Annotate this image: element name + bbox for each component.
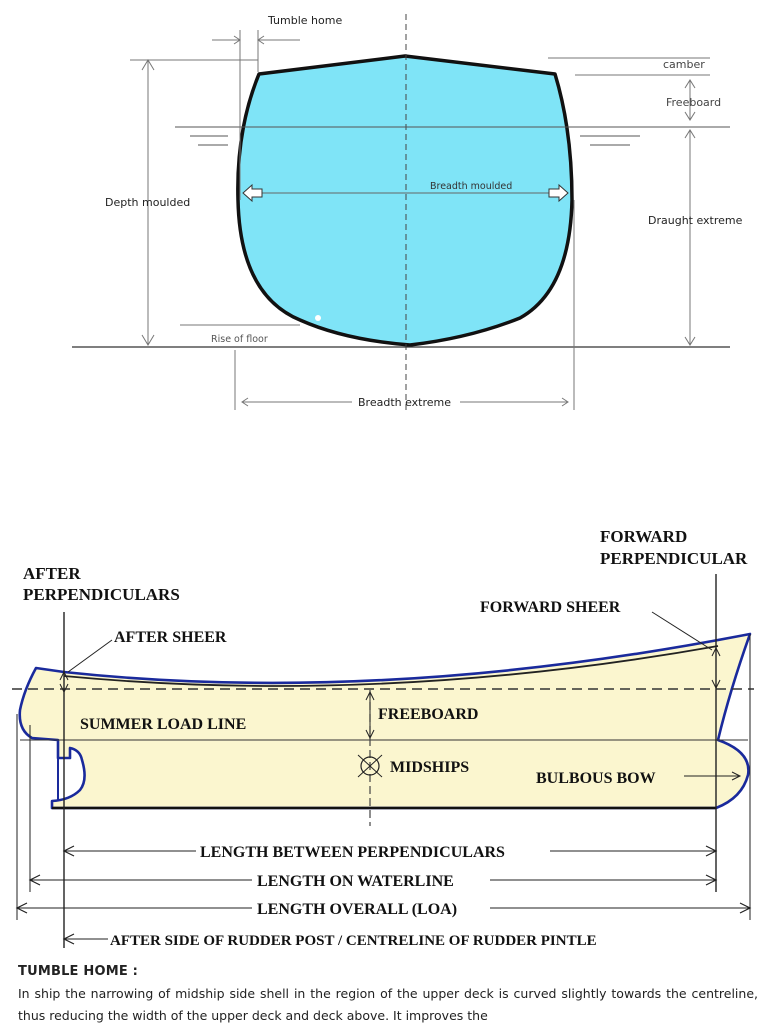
- midship-section-diagram: Tumble home camber Freeboard Depth mould…: [72, 14, 743, 410]
- label-after-perpendiculars-2: PERPENDICULARS: [23, 585, 180, 604]
- breadth-arrow-right: [548, 183, 569, 203]
- label-draught-extreme: Draught extreme: [648, 214, 743, 227]
- label-freeboard: Freeboard: [666, 96, 721, 109]
- label-length-between-perpendiculars: LENGTH BETWEEN PERPENDICULARS: [200, 844, 505, 861]
- label-forward-perpendicular-2: PERPENDICULAR: [600, 549, 748, 568]
- label-depth-moulded: Depth moulded: [105, 196, 190, 209]
- label-rise-of-floor: Rise of floor: [211, 334, 268, 345]
- breadth-arrow-left: [242, 183, 263, 203]
- label-forward-sheer: FORWARD SHEER: [480, 599, 621, 616]
- section-hull: [236, 54, 574, 347]
- profile-hull: [18, 632, 752, 810]
- label-breadth-extreme: Breadth extreme: [358, 396, 451, 409]
- label-forward-perpendicular: FORWARD: [600, 527, 687, 546]
- label-bulbous-bow: BULBOUS BOW: [536, 770, 656, 787]
- tumble-home-paragraph: In ship the narrowing of midship side sh…: [18, 986, 758, 1023]
- label-after-perpendiculars: AFTER: [23, 564, 81, 583]
- label-midships: MIDSHIPS: [390, 759, 469, 776]
- label-freeboard-profile: FREEBOARD: [378, 706, 478, 723]
- label-after-sheer: AFTER SHEER: [114, 629, 227, 646]
- profile-deck-line: [63, 645, 719, 687]
- label-length-on-waterline: LENGTH ON WATERLINE: [257, 873, 454, 890]
- label-summer-load-line: SUMMER LOAD LINE: [80, 716, 246, 733]
- label-rudder-post: AFTER SIDE OF RUDDER POST / CENTRELINE O…: [110, 933, 597, 949]
- tumble-home-text-block: TUMBLE HOME : In ship the narrowing of m…: [18, 964, 758, 1027]
- label-camber: camber: [663, 58, 705, 71]
- label-length-overall: LENGTH OVERALL (LOA): [257, 901, 457, 918]
- label-tumble-home: Tumble home: [267, 14, 342, 27]
- tumble-home-heading: TUMBLE HOME :: [18, 964, 139, 979]
- label-breadth-moulded: Breadth moulded: [430, 181, 512, 192]
- midships-symbol: [360, 756, 380, 776]
